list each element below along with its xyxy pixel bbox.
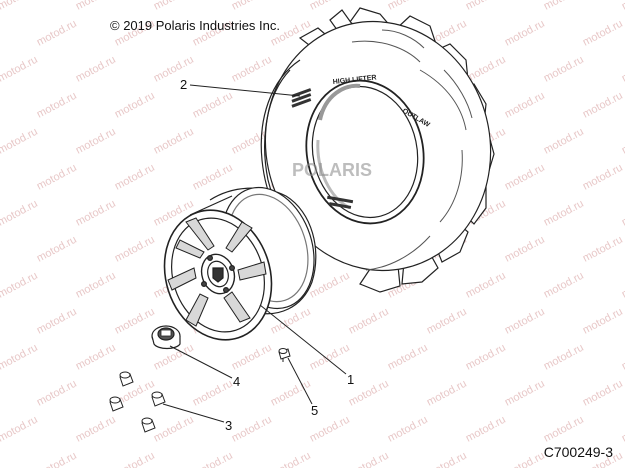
tire-brand-watermark: POLARIS (292, 160, 372, 180)
callout-5: 5 (311, 403, 319, 418)
tire-sidewall-text-1: HIGH LIFTER (332, 74, 376, 86)
callout-4: 4 (233, 374, 241, 389)
callout-2: 2 (180, 77, 188, 92)
lug-nut (109, 396, 124, 412)
leader-line-3 (162, 403, 225, 423)
valve-stem (278, 348, 291, 362)
center-cap (151, 325, 181, 350)
lug-nut (151, 391, 166, 407)
lug-nuts (109, 371, 166, 433)
callout-3: 3 (225, 418, 233, 433)
tire-tread-grooves (351, 29, 473, 271)
leader-lines (162, 84, 347, 423)
wheel (163, 186, 317, 341)
figure-id: C700249-3 (543, 444, 613, 460)
lug-nut (119, 371, 134, 387)
tire (260, 7, 495, 293)
wheel-spokes (167, 217, 267, 327)
copyright-notice: © 2019 Polaris Industries Inc. (110, 18, 280, 33)
callout-1: 1 (347, 372, 355, 387)
leader-line-5 (287, 357, 313, 405)
lug-nut (141, 417, 156, 433)
leader-line-4 (169, 345, 233, 379)
leader-line-2 (189, 84, 301, 97)
leader-line-1 (259, 304, 347, 375)
